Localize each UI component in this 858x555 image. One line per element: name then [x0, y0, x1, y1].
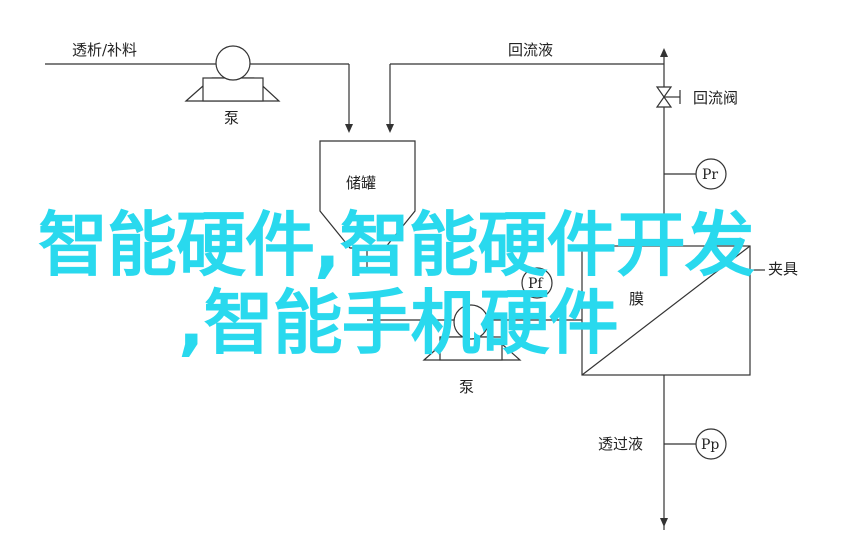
pump-bottom-icon	[367, 304, 582, 361]
permeate-outlet-arrow-icon	[660, 518, 668, 527]
reflux-valve-icon	[655, 86, 681, 108]
pressure-gauge-pf-icon	[521, 267, 553, 299]
pf-label: Pf	[528, 276, 544, 292]
membrane-label: 膜	[629, 290, 644, 308]
pump-bottom-label: 泵	[459, 378, 474, 396]
tank-label: 储罐	[346, 174, 376, 192]
pp-label: Pp	[701, 437, 719, 453]
feed-line	[45, 63, 353, 133]
pr-label: Pr	[702, 167, 718, 183]
membrane-module-icon	[581, 245, 765, 376]
pump-top-icon	[184, 45, 281, 102]
clamp-label: 夹具	[768, 260, 798, 278]
pressure-gauge-pp-icon	[664, 428, 727, 460]
permeate-label: 透过液	[598, 435, 643, 453]
pressure-gauge-pr-icon	[664, 158, 727, 190]
reflux-label: 回流液	[508, 41, 553, 59]
pump-top-label: 泵	[224, 109, 239, 127]
reflux-valve-label: 回流阀	[693, 89, 738, 107]
tank-icon	[319, 140, 416, 270]
feed-label: 透析/补料	[72, 41, 137, 59]
